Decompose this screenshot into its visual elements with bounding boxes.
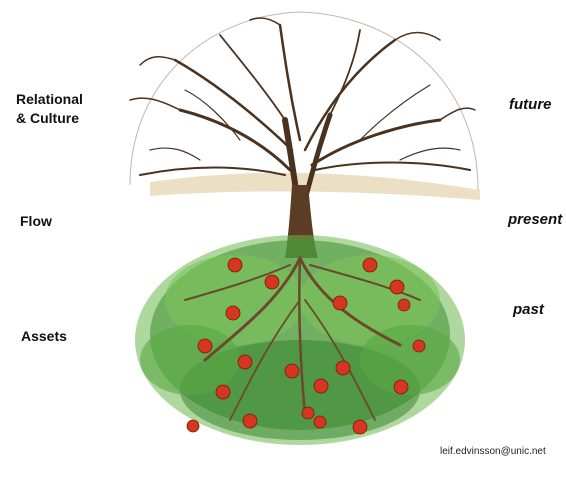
label-relational-culture: Relational & Culture bbox=[16, 90, 83, 128]
label-flow: Flow bbox=[20, 212, 52, 231]
credit-email: leif.edvinsson@unic.net bbox=[440, 446, 546, 457]
ground-band bbox=[150, 173, 480, 200]
label-future: future bbox=[509, 95, 552, 114]
label-assets: Assets bbox=[21, 327, 67, 346]
label-present: present bbox=[508, 210, 562, 229]
label-past: past bbox=[513, 300, 544, 319]
